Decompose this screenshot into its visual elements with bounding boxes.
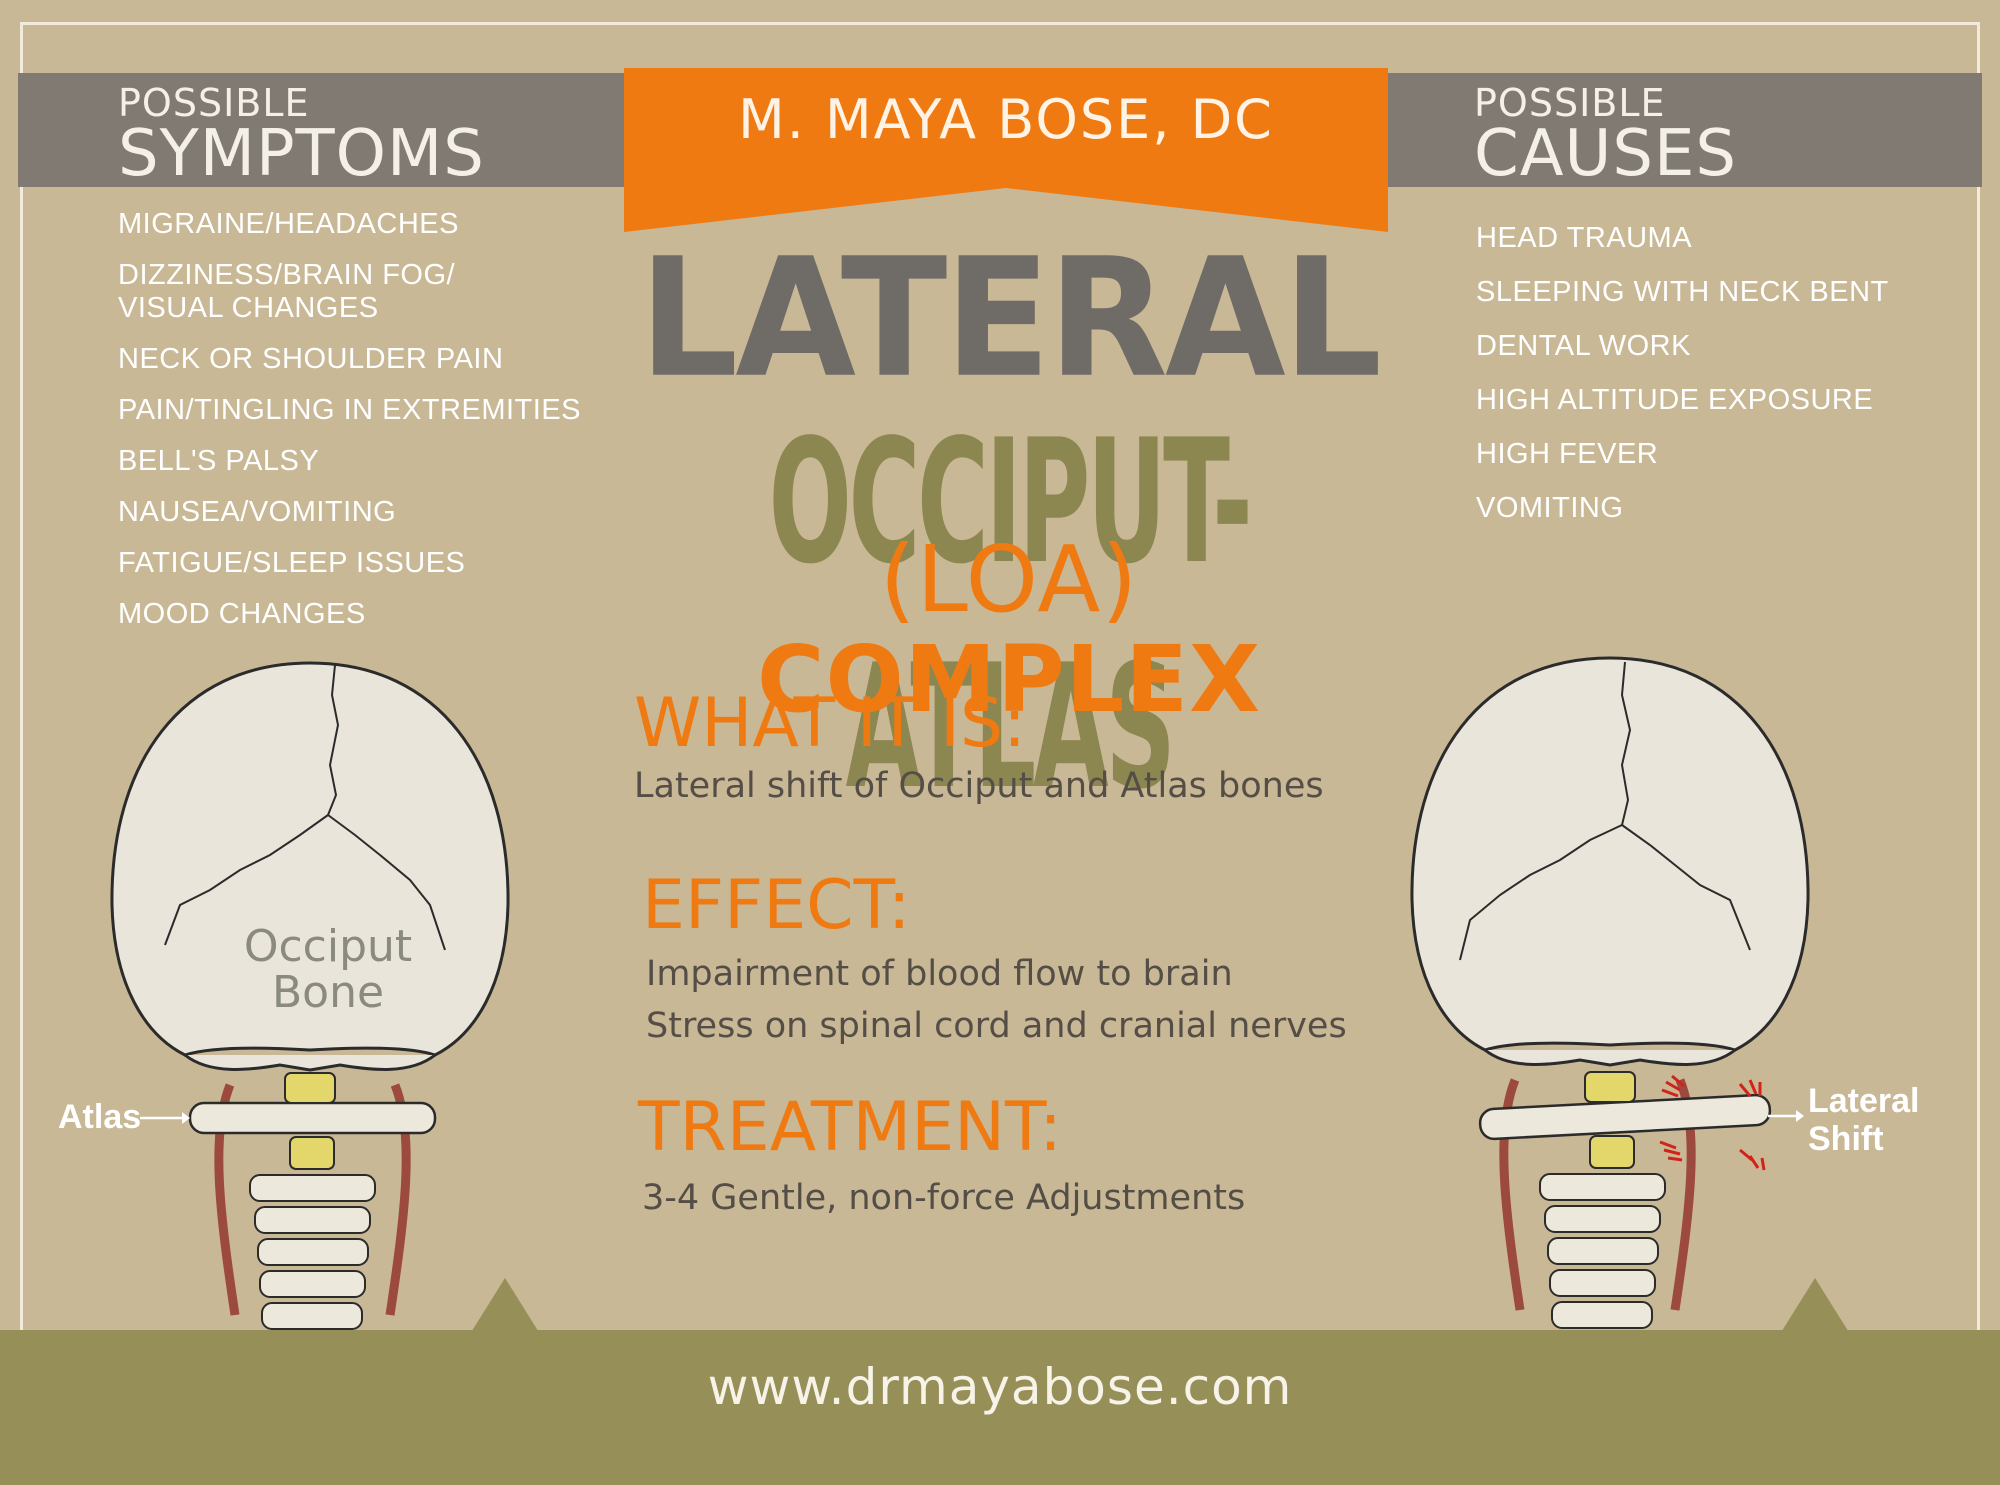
list-item: SLEEPING WITH NECK BENT xyxy=(1476,276,1889,308)
symptoms-heading-small: POSSIBLE xyxy=(118,81,310,125)
list-item: NAUSEA/VOMITING xyxy=(118,496,397,528)
list-item: BELL'S PALSY xyxy=(118,445,320,477)
what-heading: WHAT IT IS: xyxy=(634,684,1027,763)
treatment-heading: TREATMENT: xyxy=(638,1088,1063,1167)
list-item: MOOD CHANGES xyxy=(118,598,366,630)
causes-heading-small: POSSIBLE xyxy=(1474,81,1666,125)
causes-list: HEAD TRAUMA SLEEPING WITH NECK BENT DENT… xyxy=(1476,222,1946,546)
symptoms-heading: SYMPTOMS xyxy=(118,117,485,191)
title-line-1: LATERAL xyxy=(638,222,1382,414)
symptoms-list: MIGRAINE/HEADACHES DIZZINESS/BRAIN FOG/ … xyxy=(118,208,608,649)
list-item-line: VISUAL CHANGES xyxy=(118,292,379,324)
footer-peak-right xyxy=(1780,1278,1850,1334)
list-item: DENTAL WORK xyxy=(1476,330,1691,362)
arrow-right-icon xyxy=(140,1112,190,1124)
effect-line-2: Stress on spinal cord and cranial nerves xyxy=(646,1006,1347,1046)
effect-line-1: Impairment of blood flow to brain xyxy=(646,954,1233,994)
effect-heading: EFFECT: xyxy=(642,866,911,945)
skull-illustration-normal xyxy=(110,661,510,1330)
author-name: M. MAYA BOSE, DC xyxy=(738,88,1274,151)
symptoms-header-band: POSSIBLE SYMPTOMS xyxy=(18,73,630,191)
causes-heading: CAUSES xyxy=(1474,117,1737,191)
footer-peak-left xyxy=(470,1278,540,1334)
lateral-shift-label-line-1: Lateral xyxy=(1808,1082,1920,1120)
title-banner xyxy=(624,68,1388,232)
lateral-shift-label: Lateral Shift xyxy=(1808,1082,1920,1158)
list-item: HIGH FEVER xyxy=(1476,438,1659,470)
list-item: HIGH ALTITUDE EXPOSURE xyxy=(1476,384,1874,416)
arrow-right-icon xyxy=(1768,1110,1804,1122)
occiput-label-line-2: Bone xyxy=(271,967,385,1018)
website-link[interactable]: www.drmayabose.com xyxy=(707,1358,1293,1416)
list-item: NECK OR SHOULDER PAIN xyxy=(118,343,504,375)
treatment-text: 3-4 Gentle, non-force Adjustments xyxy=(642,1178,1246,1218)
title-line-3: (LOA) COMPLEX xyxy=(624,530,1394,730)
title-complex: COMPLEX xyxy=(756,626,1262,733)
list-item: DIZZINESS/BRAIN FOG/ VISUAL CHANGES xyxy=(118,259,608,325)
list-item: HEAD TRAUMA xyxy=(1476,222,1693,254)
lateral-shift-label-line-2: Shift xyxy=(1808,1120,1884,1158)
title-line-2: OCCIPUT-ATLAS xyxy=(768,402,1253,827)
causes-header-band: POSSIBLE CAUSES xyxy=(1384,73,1982,191)
footer-band xyxy=(0,1330,2000,1485)
list-item: FATIGUE/SLEEP ISSUES xyxy=(118,547,466,579)
skull-illustration-shifted xyxy=(1410,656,1810,1329)
list-item: MIGRAINE/HEADACHES xyxy=(118,208,459,240)
atlas-label: Atlas xyxy=(58,1098,142,1136)
title-abbreviation: (LOA) xyxy=(879,526,1139,633)
occiput-bone-label: Occiput Bone xyxy=(218,924,438,1016)
what-text: Lateral shift of Occiput and Atlas bones xyxy=(634,766,1324,806)
list-item: PAIN/TINGLING IN EXTREMITIES xyxy=(118,394,582,426)
list-item-line: DIZZINESS/BRAIN FOG/ xyxy=(118,259,456,291)
list-item: VOMITING xyxy=(1476,492,1624,524)
occiput-label-line-1: Occiput xyxy=(243,921,413,972)
